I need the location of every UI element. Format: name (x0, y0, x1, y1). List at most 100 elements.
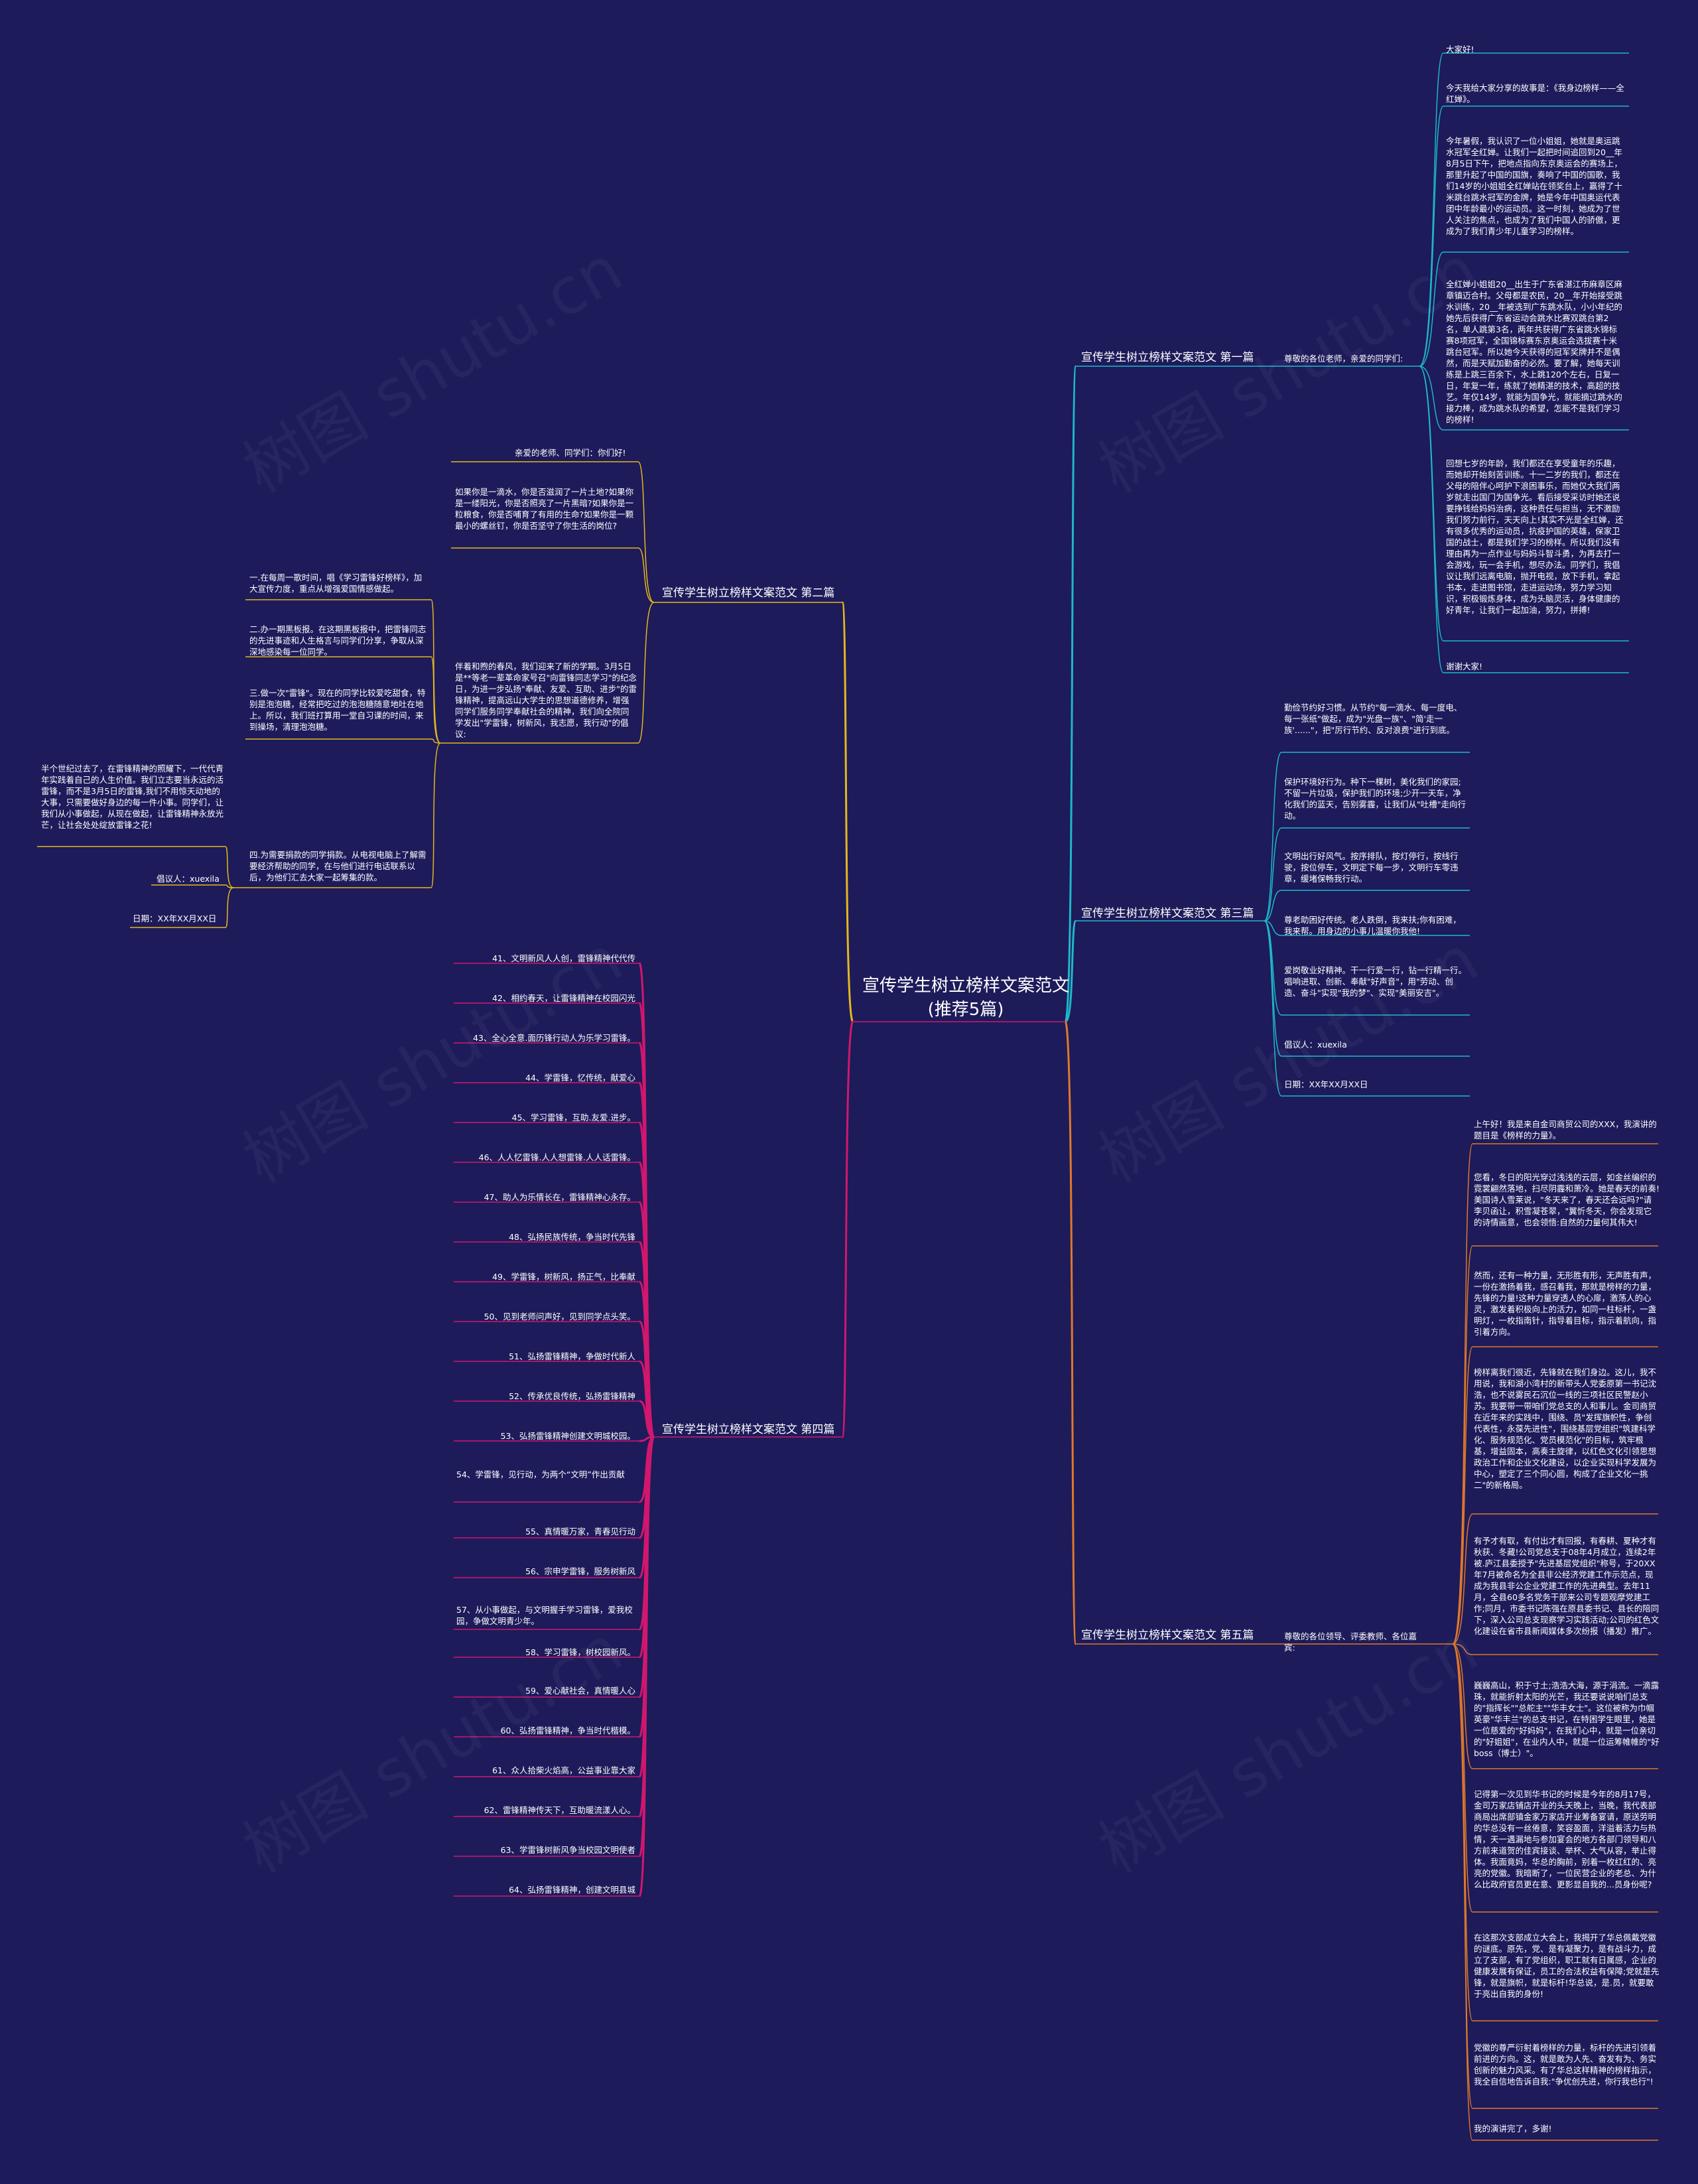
branch-1-note[interactable]: 回想七岁的年龄，我们都还在享受童年的乐趣，而她却开始刻苦训练。十一二岁的我们，都… (1446, 458, 1624, 615)
branch-4-item[interactable]: 60、弘扬雷锋精神，争当时代楷模。 (500, 1726, 635, 1736)
root-title[interactable]: 宣传学生树立榜样文案范文(推荐5篇) (862, 976, 1069, 1020)
branch-5-note[interactable]: 榜样离我们很近，先锋就在我们身边。这儿，我不用说，我和湖小湾村的新带头人党委原第… (1474, 1367, 1657, 1490)
branch-3-note[interactable]: 尊老助困好传统。老人跌倒，我来扶;你有困难，我来帮。用身边的小事儿温暖你我他! (1284, 915, 1461, 936)
branch-1-child-link (1419, 366, 1444, 431)
branch-3-note[interactable]: 文明出行好风气。按序排队，按灯停行，按线行驶，按位停车，文明定下每一步，文明行车… (1284, 851, 1459, 884)
branch-2-child-link (637, 547, 655, 603)
branch-4-item[interactable]: 47、助人为乐情长在，雷锋精神心永存。 (484, 1192, 635, 1202)
branch-1-child-link (1419, 366, 1444, 642)
branch-3-note[interactable]: 爱岗敬业好精神。干一行爱一行，钻一行精一行。唱响进取、创新、奉献"好声音"，用"… (1284, 965, 1467, 998)
branch-4-item[interactable]: 56、宗申学雷锋，服务树新风 (525, 1566, 635, 1576)
branch-1-note[interactable]: 今年暑假，我认识了一位小姐姐，她就是奥运跳水冠军全红婵。让我们一起把时间追回到2… (1446, 136, 1622, 236)
branch-2-closing[interactable]: 半个世纪过去了，在雷锋精神的照耀下，一代代青年实践着自己的人生价值。我们立志要当… (41, 764, 224, 830)
branch-4-item[interactable]: 59、爱心献社会，真情暖人心 (525, 1686, 635, 1696)
branch-3-note[interactable]: 勤俭节约好习惯。从节约"每一滴水、每一度电、每一张纸"做起，成为"光盘一族"、"… (1284, 703, 1463, 735)
branch-4-item[interactable]: 63、学雷锋树新风争当校园文明使者 (500, 1845, 635, 1855)
branch-4-item[interactable]: 48、弘扬民族传统，争当时代先锋 (509, 1232, 635, 1242)
branch-1-child-link (1419, 251, 1444, 367)
branch-1-child-link (1419, 105, 1444, 367)
branch-3-child-link (1264, 920, 1282, 1097)
branch-5-child-link (1452, 1513, 1473, 1645)
branch-5-child-link (1452, 1643, 1473, 1769)
branch-5-child-link (1452, 1643, 1473, 2141)
branch-5-note[interactable]: 有予才有取，有付出才有回报，有春耕、夏种才有秋获、冬藏!公司党总支于08年4月成… (1474, 1536, 1660, 1636)
branch-1-salutation[interactable]: 尊敬的各位老师，亲爱的同学们: (1284, 354, 1404, 364)
branch-4-child-link (638, 1436, 655, 1897)
branch-4-item[interactable]: 52、传承优良传统，弘扬雷锋精神 (509, 1391, 635, 1401)
branch-4-item[interactable]: 42、相约春天，让雷锋精神在校园闪光 (492, 993, 635, 1003)
branch-3-note[interactable]: 倡议人：xuexila (1284, 1040, 1347, 1050)
branch-3-child-link (1264, 752, 1282, 921)
branch-2-action-link (430, 599, 441, 744)
branch-4-item[interactable]: 61、众人拾柴火焰高，公益事业靠大家 (492, 1765, 635, 1775)
branch-1-child-link (1419, 366, 1444, 673)
branch-4-item[interactable]: 53、弘扬雷锋精神创建文明城校园。 (500, 1431, 635, 1441)
branch-1-title[interactable]: 宣传学生树立榜样文案范文 第一篇 (1081, 351, 1254, 364)
branch-5-note[interactable]: 然而，还有一种力量，无形胜有形，无声胜有声，一份在激扬着我，感召着我，那就是榜样… (1474, 1270, 1657, 1337)
branch-2-note[interactable]: 亲爱的老师、同学们：你们好! (515, 448, 626, 458)
branch-2-child-link (637, 602, 655, 744)
branch-4-item[interactable]: 64、弘扬雷锋精神，创建文明县城 (509, 1885, 635, 1895)
branch-4-child-link (639, 1400, 655, 1438)
branch-2-action[interactable]: 二.办一期黑板报。在这期黑板报中，把雷锋同志的先进事迹和人生格言与同学们分享，争… (249, 624, 426, 657)
branch-3-child-link (1264, 890, 1282, 921)
branch-3-connector (1064, 920, 1077, 1023)
branch-1-note[interactable]: 今天我给大家分享的故事是：《我身边榜样——全红婵》。 (1446, 83, 1624, 104)
branch-4-item[interactable]: 57、从小事做起，与文明握手学习雷锋，爱我校园，争做文明青少年。 (456, 1605, 633, 1626)
branch-5-child-link (1452, 1643, 1473, 2021)
branch-1-connector (1064, 365, 1077, 1023)
branch-2-closing-link (225, 887, 234, 928)
branch-5-child-link (1452, 1346, 1473, 1645)
branch-5-note[interactable]: 我的演讲完了，多谢! (1474, 2124, 1552, 2134)
branch-2-note[interactable]: 伴着和煦的春风，我们迎来了新的学期。3月5日是**等老一辈革命家号召"向雷锋同志… (455, 661, 637, 739)
branch-5-title[interactable]: 宣传学生树立榜样文案范文 第五篇 (1081, 1629, 1254, 1642)
branch-2-title[interactable]: 宣传学生树立榜样文案范文 第二篇 (662, 586, 835, 600)
branch-4-item[interactable]: 43、全心全意.面历锋行动人为乐学习雷锋。 (473, 1033, 635, 1043)
branch-2-date[interactable]: 日期：XX年XX月XX日 (133, 914, 217, 923)
branch-5-note[interactable]: 您看，冬日的阳光穿过浅浅的云层，如金丝编织的霓裳翩然落地，扫尽阴霾和萧冷。她是春… (1474, 1172, 1660, 1227)
branch-2-closing-link (225, 846, 234, 888)
branch-4-item[interactable]: 46、人人忆雷锋.人人想雷锋.人人话雷锋。 (478, 1152, 635, 1162)
branch-2-action-link (430, 738, 441, 744)
branch-5-note[interactable]: 巍巍高山，积于寸土;浩浩大海，源于涓流。一滴露珠，就能折射太阳的光芒，我还要说说… (1474, 1680, 1660, 1758)
branch-4-item[interactable]: 55、真情暖万家，青春见行动 (525, 1527, 635, 1536)
branch-1-note[interactable]: 大家好! (1446, 44, 1474, 54)
branch-4-item[interactable]: 54、学雷锋，见行动，为两个“文明”作出贡献 (456, 1469, 625, 1479)
branch-4-item[interactable]: 51、弘扬雷锋精神，争做时代新人 (509, 1351, 635, 1361)
branch-5-note[interactable]: 记得第一次见到华书记的时候是今年的8月17号，金司万家店铺店开业的头天晚上，当晚… (1474, 1789, 1657, 1889)
branch-4-item[interactable]: 41、文明新风人人创，雷锋精神代代传 (492, 953, 635, 963)
branch-3-child-link (1264, 827, 1282, 921)
branch-5-child-link (1452, 1643, 1473, 1913)
branch-4-item[interactable]: 62、雷锋精神传天下，互助暖流漾人心。 (484, 1805, 635, 1815)
branch-4-item[interactable]: 58、学习雷锋，树校园新风。 (525, 1647, 635, 1657)
branch-5-salutation[interactable]: 尊敬的各位领导、评委教师、各位嘉宾: (1284, 1631, 1417, 1653)
branch-2-sign[interactable]: 倡议人：xuexila (157, 874, 220, 884)
branch-5-note[interactable]: 在这那次支部成立大会上，我揭开了华总佩戴党徽的谜底。原先，党、是有凝聚力，是有战… (1474, 1933, 1660, 1999)
branch-4-item[interactable]: 50、见到老师问声好，见到同学点头笑。 (484, 1312, 635, 1322)
branch-1-note[interactable]: 谢谢大家! (1446, 661, 1483, 671)
branch-2-action[interactable]: 三.做一次"雷锋"。现在的同学比较爱吃甜食，特别是泡泡糖，经常把吃过的泡泡糖随意… (249, 688, 426, 732)
branch-2-child-link (637, 461, 655, 603)
branch-5-child-link (1452, 1143, 1473, 1645)
branch-4-item[interactable]: 49、学雷锋，树新风，扬正气，比奉献 (492, 1272, 635, 1282)
branch-5-note[interactable]: 上午好！我是来自金司商贸公司的XXX，我演讲的题目是《榜样的力量》。 (1474, 1119, 1657, 1140)
branch-3-title[interactable]: 宣传学生树立榜样文案范文 第三篇 (1081, 907, 1254, 920)
branch-4-title[interactable]: 宣传学生树立榜样文案范文 第四篇 (662, 1423, 835, 1436)
branch-1-note[interactable]: 全红婵小姐姐20__出生于广东省湛江市麻章区麻章镇迈合村。父母都是农民，20__… (1446, 279, 1622, 425)
branch-4-child-link (639, 1360, 655, 1438)
branch-5-child-link (1452, 1245, 1473, 1645)
branch-2-connector (841, 601, 854, 1023)
branch-4-item[interactable]: 44、学雷锋，忆传统，献爱心 (525, 1073, 635, 1083)
branch-4-item[interactable]: 45、学习雷锋，互助.友爱.进步。 (511, 1113, 635, 1123)
branch-3-note[interactable]: 保护环境好行为。种下一棵树，美化我们的家园;不留一片垃圾，保护我们的环境;少开一… (1284, 777, 1466, 821)
branch-1-child-link (1419, 52, 1444, 367)
branch-3-note[interactable]: 日期：XX年XX月XX日 (1284, 1079, 1368, 1089)
branch-2-note[interactable]: 如果你是一滴水，你是否滋润了一片土地?如果你是一缕阳光，你是否照亮了一片黑暗?如… (455, 487, 634, 531)
branch-2-action[interactable]: 一.在每周一歌时间，唱《学习雷锋好榜样》，加大宣传力度，重点从增强爱国情感做起。 (249, 573, 423, 594)
branch-2-action[interactable]: 四.为需要捐款的同学捐款。从电视电脑上了解需要经济帮助的同学，在与他们进行电话联… (249, 850, 426, 882)
branch-5-note[interactable]: 党徽的尊严衍射着榜样的力量，标杆的先进引领着前进的方向。这，就是敢为人先、奋发有… (1474, 2043, 1657, 2086)
branch-2-action-link (430, 656, 441, 744)
branch-4-connector (841, 1020, 854, 1438)
